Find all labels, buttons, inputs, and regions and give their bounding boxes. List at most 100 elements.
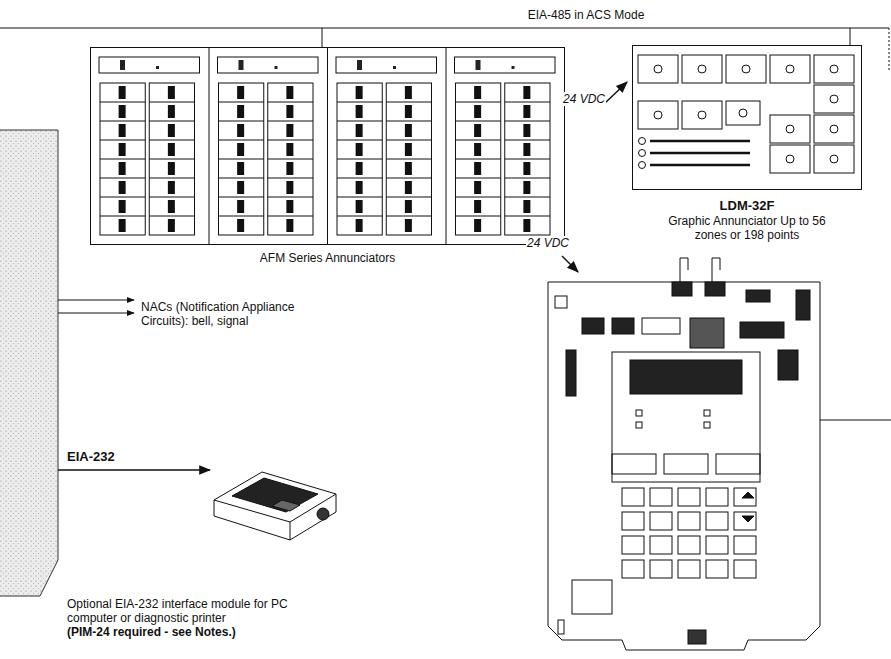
note-text: Optional EIA-232 interface module for PC…	[66, 597, 313, 625]
voltage-label: 24 VDC	[526, 236, 570, 250]
zone-column	[505, 83, 550, 235]
zone-row	[337, 159, 382, 160]
zone-row	[337, 216, 382, 217]
zone-row	[219, 121, 264, 122]
zone-column	[268, 83, 313, 235]
zone-led	[356, 181, 363, 194]
zone-row	[505, 216, 550, 217]
zone-led	[168, 124, 175, 137]
map-zone	[682, 55, 722, 83]
zone-row	[149, 159, 194, 160]
zone-led	[237, 200, 244, 213]
zone-led	[405, 181, 412, 194]
zone-row	[268, 121, 313, 122]
zone-column	[219, 83, 264, 235]
zone-row	[505, 102, 550, 103]
zone-column	[456, 83, 501, 235]
key	[706, 488, 728, 506]
map-zone	[814, 145, 854, 173]
zone-led	[237, 181, 244, 194]
zone-row	[100, 159, 145, 160]
zone-row	[386, 102, 431, 103]
display-mark	[239, 60, 244, 70]
key	[678, 560, 700, 578]
node-heading: AFM Series Annunciators	[90, 251, 565, 265]
nac-arrow	[58, 313, 134, 314]
map-zone	[726, 101, 760, 125]
zone-row	[219, 216, 264, 217]
zone-led	[405, 86, 412, 99]
zone-led	[830, 125, 838, 133]
display-mark	[476, 60, 481, 70]
zone-row	[505, 197, 550, 198]
key	[650, 488, 672, 506]
afm-panels	[90, 47, 565, 247]
key	[734, 536, 756, 554]
zone-led	[356, 219, 363, 232]
zone-row	[100, 197, 145, 198]
zone-row	[456, 216, 501, 217]
zone-row	[386, 121, 431, 122]
zone-led	[286, 105, 293, 118]
legend-bar	[650, 152, 750, 155]
zone-column	[100, 83, 145, 235]
panel-divider	[327, 47, 328, 245]
map-zone	[814, 115, 854, 143]
zone-led	[405, 200, 412, 213]
zone-led	[119, 219, 126, 232]
zone-led	[119, 124, 126, 137]
zone-led	[119, 162, 126, 175]
zone-led	[405, 143, 412, 156]
zone-column	[149, 83, 194, 235]
circuit-label: NACs (Notification Appliance Circuits): …	[140, 300, 342, 328]
zone-led	[168, 162, 175, 175]
zone-row	[337, 197, 382, 198]
map-zone	[726, 55, 766, 83]
zone-led	[474, 86, 481, 99]
zone-led	[168, 143, 175, 156]
key	[734, 488, 756, 506]
zone-led	[523, 200, 530, 213]
zone-led	[474, 219, 481, 232]
zone-led	[356, 105, 363, 118]
power-arrow	[604, 82, 627, 104]
bus-label: EIA-485 in ACS Mode	[527, 8, 646, 22]
zone-led	[356, 200, 363, 213]
node-subtitle: Graphic Annunciator Up to 56 zones or 19…	[652, 214, 842, 242]
panel-divider	[209, 47, 210, 245]
power-arrow	[562, 256, 578, 272]
zone-led	[237, 86, 244, 99]
key	[706, 512, 728, 530]
zone-row	[219, 197, 264, 198]
panel-display	[336, 57, 437, 73]
zone-led	[356, 143, 363, 156]
zone-row	[337, 178, 382, 179]
zone-led	[237, 124, 244, 137]
display-mark	[120, 60, 125, 70]
zone-row	[268, 178, 313, 179]
zone-row	[268, 140, 313, 141]
zone-row	[100, 178, 145, 179]
key-arrow	[742, 516, 754, 522]
map-zone	[814, 55, 854, 83]
zone-row	[386, 178, 431, 179]
zone-led	[474, 105, 481, 118]
zone-led	[830, 155, 838, 163]
key	[678, 512, 700, 530]
map-zone	[682, 101, 722, 129]
zone-led	[786, 125, 794, 133]
ldm-panel	[632, 45, 862, 193]
zone-led	[523, 219, 530, 232]
zone-row	[386, 140, 431, 141]
zone-led	[830, 95, 838, 103]
zone-led	[742, 65, 750, 73]
zone-row	[456, 197, 501, 198]
zone-led	[405, 124, 412, 137]
zone-row	[219, 140, 264, 141]
zone-led	[237, 143, 244, 156]
zone-led	[286, 124, 293, 137]
zone-led	[739, 109, 747, 117]
panel-frame	[633, 46, 862, 190]
led	[639, 162, 646, 169]
map-zone	[814, 85, 854, 113]
